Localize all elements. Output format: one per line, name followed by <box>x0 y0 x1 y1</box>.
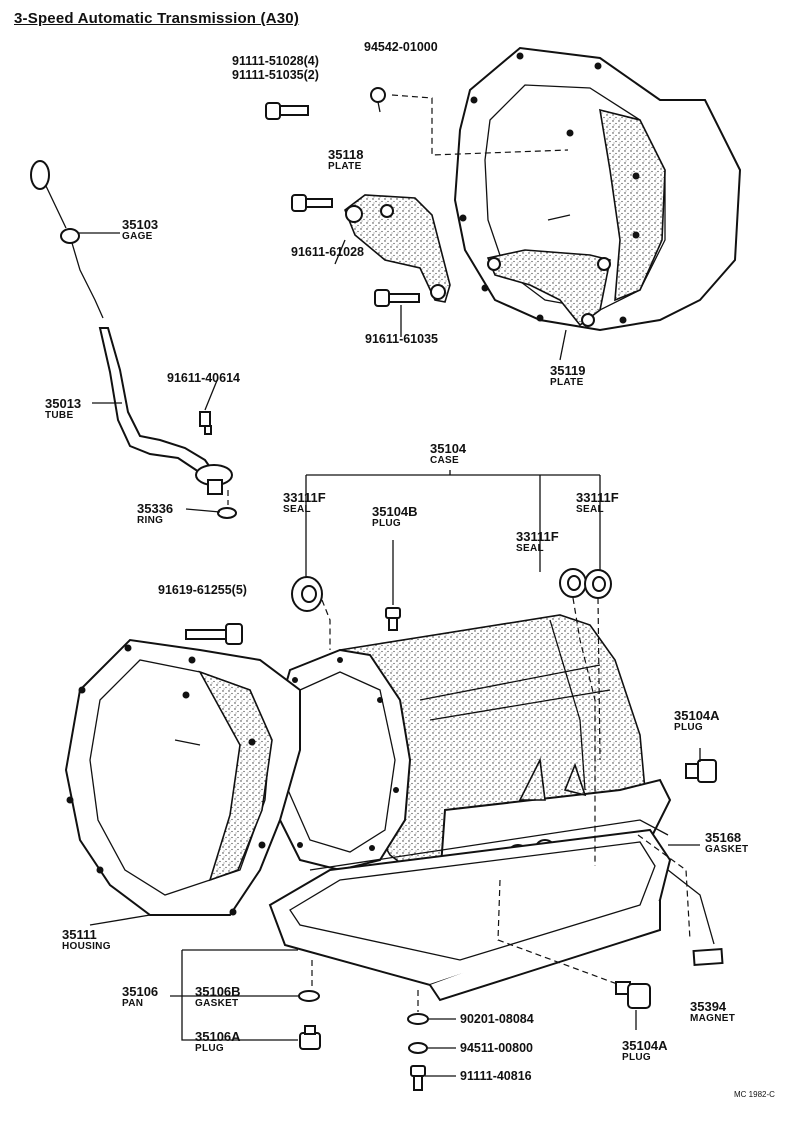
label-35119: 35119 PLATE <box>550 363 586 388</box>
seal-33111F-left <box>291 576 323 612</box>
plug-35106A <box>299 1025 321 1050</box>
label-94511-00800: 94511-00800 <box>460 1041 533 1055</box>
label-91619-61255: 91619-61255(5) <box>158 583 247 597</box>
label-94542-01000: 94542-01000 <box>364 40 438 54</box>
bell-housing-top <box>453 46 742 332</box>
plug-35104A-bottom <box>615 981 651 1009</box>
magnet-35394 <box>692 947 724 967</box>
leader-lines <box>78 232 715 1077</box>
label-35394: 35394 MAGNET <box>690 999 736 1024</box>
label-35168: 35168 GASKET <box>705 830 749 855</box>
bolt-94542-01000 <box>370 87 386 113</box>
label-35111: 35111 HOUSING <box>62 927 111 952</box>
label-35336: 35336 RING <box>137 501 174 526</box>
page-title: 3-Speed Automatic Transmission (A30) <box>14 10 300 27</box>
label-seal-left: 33111F SEAL <box>283 490 326 515</box>
bolt-91619-61255 <box>185 623 243 645</box>
bolt-91611-40614 <box>199 411 212 435</box>
label-35106: 35106 PAN <box>122 984 159 1009</box>
label-91611-40614: 91611-40614 <box>167 371 240 385</box>
plug-35104B <box>385 607 401 631</box>
washer-90201-08084 <box>407 1013 429 1025</box>
drawing-code: MC 1982-C <box>734 1090 775 1099</box>
label-91611-61035: 91611-61035 <box>365 332 438 346</box>
dipstick-gage-35103 <box>30 160 104 319</box>
dipstick-tube-35013 <box>98 327 233 495</box>
label-35104A-top: 35104A PLUG <box>674 708 720 733</box>
label-91111-51035: 91111-51035(2) <box>232 68 319 82</box>
plate-35118 <box>344 194 451 303</box>
label-35103: 35103 GAGE <box>122 217 159 242</box>
seal-33111F-mid <box>559 568 587 598</box>
gasket-35106B <box>298 990 320 1002</box>
bolt-91611-61035 <box>374 289 420 307</box>
label-35106A: 35106A PLUG <box>195 1029 241 1054</box>
ring-35336 <box>217 507 237 519</box>
label-35104A-bottom: 35104A PLUG <box>622 1038 668 1063</box>
bolt-91611-61028 <box>291 194 333 212</box>
oil-pan-35106 <box>268 828 672 1002</box>
bolt-91111-51028 <box>265 102 309 120</box>
label-90201-08084: 90201-08084 <box>460 1012 534 1026</box>
pan-gasket-35168 <box>309 819 669 871</box>
label-35118: 35118 PLATE <box>328 147 364 172</box>
label-91111-40816: 91111-40816 <box>460 1069 532 1083</box>
label-seal-right: 33111F SEAL <box>576 490 619 515</box>
label-35106B: 35106B GASKET <box>195 984 241 1009</box>
label-91611-61028: 91611-61028 <box>291 245 364 259</box>
dashed-guides <box>227 490 691 1012</box>
label-35104B: 35104B PLUG <box>372 504 418 529</box>
lock-washer-94511-00800 <box>408 1042 428 1054</box>
label-91111-51028: 91111-51028(4) <box>232 54 319 68</box>
label-35013: 35013 TUBE <box>45 396 82 421</box>
seal-33111F-right <box>584 569 612 599</box>
housing-35111 <box>64 638 301 916</box>
plug-35104A-top <box>685 759 717 783</box>
label-seal-mid: 33111F SEAL <box>516 529 559 554</box>
bolt-91111-40816 <box>410 1065 426 1091</box>
label-35104: 35104 CASE <box>430 441 467 466</box>
